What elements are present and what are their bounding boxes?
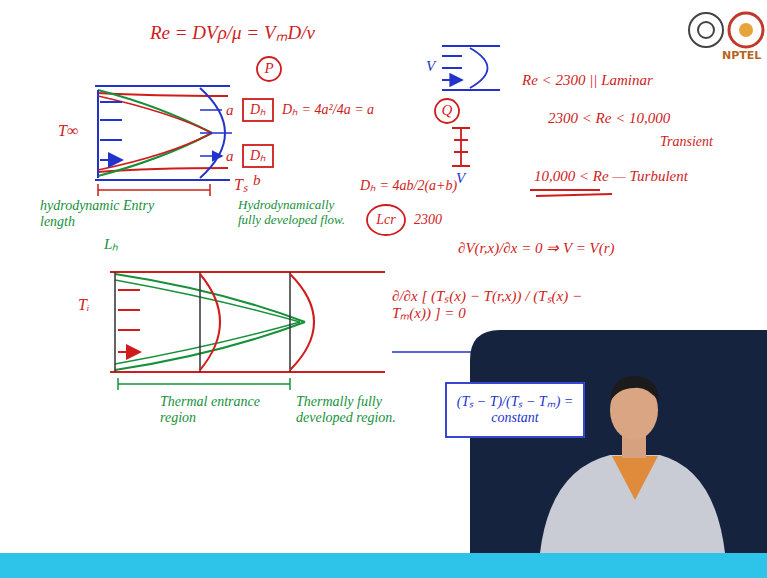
footer-bar: [0, 553, 767, 578]
formula: ∂V(r,x)/∂x = 0 ⇒ V = V(r): [458, 240, 615, 257]
regime-note: Re < 2300 || Laminar: [522, 72, 653, 89]
reynolds-formula: Re = DVρ/μ = VₘD/ν: [150, 22, 315, 44]
region-note: hydrodynamic Entry length: [40, 198, 170, 230]
logo-text: NPTEL: [722, 50, 761, 63]
regime-note: Transient: [660, 134, 713, 150]
node-text: (Tₛ − T)/(Tₛ − Tₘ) = constant: [450, 394, 580, 426]
reynolds-value: 2300: [414, 212, 442, 228]
region-note: Thermally fully developed region.: [296, 394, 396, 426]
region-note: Hydrodynamically fully developed flow.: [238, 198, 356, 228]
formula: Dₕ = 4ab/2(a+b): [360, 178, 457, 194]
formula: ∂/∂x [ (Tₛ(x) − T(r,x)) / (Tₛ(x) − Tₘ(x)…: [392, 288, 607, 323]
circled-letter: Q: [434, 98, 460, 124]
hydrodynamic-pipe: [95, 86, 232, 196]
node-text: Dₕ: [250, 102, 266, 118]
regime-note: 10,000 < Re — Turbulent: [534, 168, 688, 185]
square-section: Dₕ: [242, 144, 274, 168]
temperature-label: Tᵢ: [78, 296, 89, 314]
node-text: Dₕ: [250, 148, 266, 164]
formula: Dₕ = 4a²/4a = a: [282, 102, 374, 118]
node-text: P: [264, 60, 273, 77]
regime-note: 2300 < Re < 10,000: [548, 110, 670, 127]
velocity-symbol: V: [426, 58, 435, 75]
circled-term: Lcr: [366, 204, 406, 236]
lecturer-video: [470, 330, 767, 553]
length-symbol: Lₕ: [104, 236, 118, 253]
boxed-result: (Tₛ − T)/(Tₛ − Tₘ) = constant: [445, 382, 585, 438]
dimension-label: a: [226, 102, 234, 119]
nptel-logo: [689, 13, 763, 47]
square-section: Dₕ: [242, 98, 274, 122]
circled-letter: P: [256, 56, 282, 82]
temperature-label: T∞: [58, 122, 78, 140]
velocity-symbol: V: [456, 170, 465, 187]
dimension-label: b: [253, 172, 261, 189]
node-text: Q: [442, 102, 453, 119]
node-text: Lcr: [376, 212, 395, 228]
dimension-label: a: [226, 148, 234, 165]
region-note: Thermal entrance region: [160, 394, 265, 426]
temperature-label: Tₛ: [234, 176, 248, 194]
